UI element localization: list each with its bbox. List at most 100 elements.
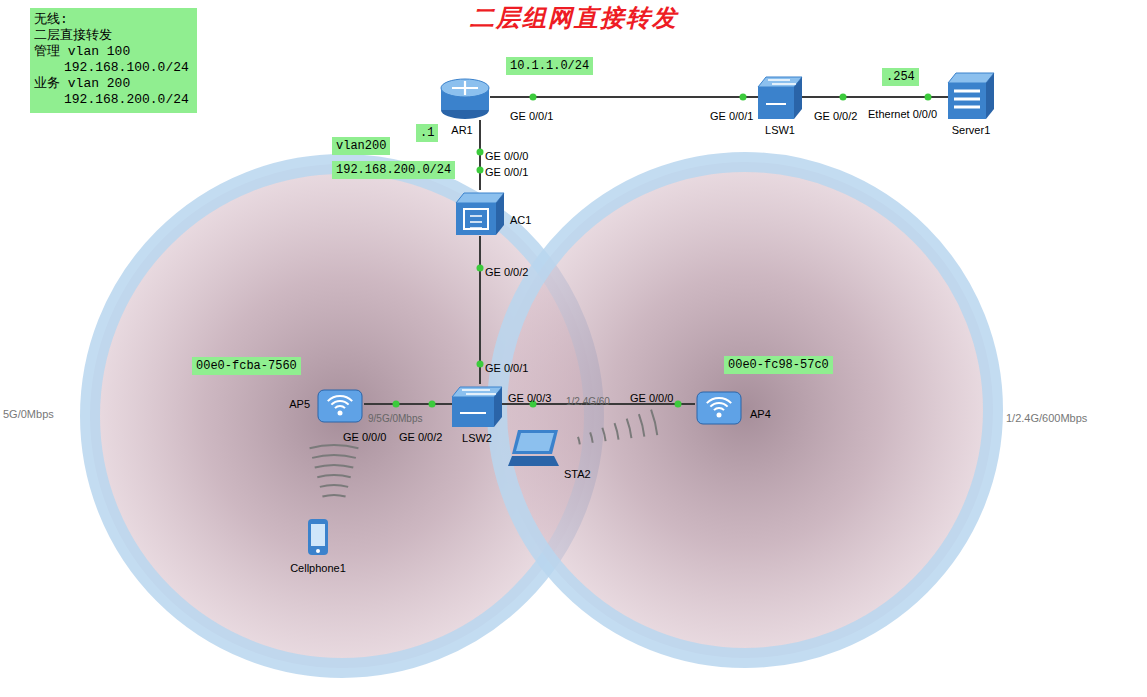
label-wrap: 5G/0Mbps — [3, 404, 54, 422]
address-tag: .254 — [882, 68, 919, 86]
signal-arc — [312, 455, 356, 458]
coverage-circle — [497, 162, 993, 658]
device-name: AP5 — [289, 398, 310, 411]
label-wrap: GE 0/0/0 — [485, 146, 528, 164]
device-name: LSW2 — [462, 432, 492, 445]
signal-arc — [322, 495, 345, 497]
ap-node: AP5 — [316, 384, 364, 424]
port-label: GE 0/0/2 — [399, 431, 442, 443]
signal-arc — [615, 423, 619, 440]
label-wrap: Ethernet 0/0/0 — [868, 104, 937, 122]
port-label: GE 0/0/1 — [485, 362, 528, 374]
signal-arc — [320, 485, 348, 487]
device-name: Cellphone1 — [290, 562, 346, 575]
label-wrap: GE 0/0/1 — [485, 162, 528, 180]
tag-text: .1 — [420, 126, 434, 140]
network-link — [364, 403, 452, 405]
port-label: GE 0/0/2 — [814, 110, 857, 122]
switch-node: LSW2 — [452, 384, 502, 428]
label-wrap: GE 0/0/2 — [485, 262, 528, 280]
tag-text: 00e0-fcba-7560 — [196, 359, 297, 373]
tag-text: .254 — [886, 70, 915, 84]
router-icon — [440, 76, 490, 120]
server-icon — [948, 70, 994, 120]
ac-icon — [456, 190, 504, 236]
tag-text: 192.168.100.0/24 — [34, 60, 189, 76]
port-label: GE 0/0/2 — [485, 266, 528, 278]
port-dot — [393, 401, 400, 408]
laptop-symbol — [508, 430, 559, 466]
port-label: 5G/0Mbps — [3, 408, 54, 420]
ac-node: AC1 — [456, 190, 504, 236]
switch-icon — [452, 384, 502, 428]
switch-node: LSW1 — [758, 74, 802, 120]
tag-text: 10.1.1.0/24 — [510, 59, 589, 73]
switch-icon — [758, 74, 802, 120]
port-dot — [740, 94, 747, 101]
label-wrap: 1/2.4G/60 — [566, 391, 610, 409]
port-label: 1/2.4G/600Mbps — [1006, 412, 1087, 424]
laptop-icon — [508, 428, 560, 468]
mac-tag: 00e0-fcba-7560 — [192, 357, 301, 375]
ap-symbol — [318, 390, 362, 422]
port-label: GE 0/0/0 — [630, 392, 673, 404]
label-wrap: GE 0/0/3 — [508, 388, 551, 406]
phone-symbol — [308, 519, 328, 555]
tag-text: 192.168.200.0/24 — [34, 92, 189, 108]
label-wrap: GE 0/0/0 — [343, 427, 386, 445]
device-name: Server1 — [952, 124, 991, 137]
label-wrap: 1/2.4G/600Mbps — [1006, 408, 1087, 426]
port-dot — [675, 401, 682, 408]
port-dot — [429, 401, 436, 408]
port-label: Ethernet 0/0/0 — [868, 108, 937, 120]
tag-text: 192.168.200.0/24 — [336, 163, 451, 177]
ac-symbol — [456, 193, 504, 235]
port-label: GE 0/0/1 — [710, 110, 753, 122]
tag-text: 无线: — [34, 12, 68, 28]
station-node: STA2 — [508, 428, 560, 468]
label-wrap: GE 0/0/1 — [510, 106, 553, 124]
signal-arc — [315, 465, 354, 468]
port-label: GE 0/0/1 — [485, 166, 528, 178]
server-node: Server1 — [948, 70, 994, 120]
device-name: AR1 — [451, 124, 472, 137]
label-wrap: GE 0/0/2 — [814, 106, 857, 124]
switch-symbol — [758, 77, 802, 119]
signal-arc — [590, 432, 593, 442]
phone-icon — [307, 518, 329, 556]
ap-node: AP4 — [695, 386, 743, 426]
vlan-tag: vlan200 — [332, 137, 390, 155]
ap-icon — [695, 386, 743, 426]
router-node: AR1 — [440, 76, 490, 120]
ap-symbol — [697, 392, 741, 424]
port-label: GE 0/0/1 — [510, 110, 553, 122]
tag-text: vlan200 — [336, 139, 386, 153]
port-dot — [840, 94, 847, 101]
signal-arc — [602, 428, 605, 441]
device-name: AP4 — [750, 408, 771, 421]
phone-node: Cellphone1 — [307, 518, 329, 556]
address-tag: .1 — [416, 124, 438, 142]
tag-text: 管理 vlan 100 — [34, 44, 130, 60]
port-label: GE 0/0/3 — [508, 392, 551, 404]
tag-text: 00e0-fc98-57c0 — [728, 358, 829, 372]
label-wrap: GE 0/0/0 — [630, 388, 673, 406]
switch-symbol — [452, 387, 502, 427]
port-label: 1/2.4G/60 — [566, 396, 610, 407]
tag-text: 二层直接转发 — [34, 28, 112, 44]
port-label: 9/5G/0Mbps — [368, 413, 422, 424]
signal-arc — [317, 475, 350, 477]
router-symbol — [441, 79, 489, 119]
signal-arc — [639, 414, 644, 437]
port-dots — [393, 94, 932, 408]
device-name: LSW1 — [765, 124, 795, 137]
label-wrap: GE 0/0/1 — [485, 358, 528, 376]
signal-arc — [651, 410, 657, 436]
port-label: GE 0/0/0 — [485, 150, 528, 162]
ap-icon — [316, 384, 364, 424]
mac-tag: 00e0-fc98-57c0 — [724, 356, 833, 374]
port-dot — [530, 94, 537, 101]
port-dot — [477, 361, 484, 368]
server-symbol — [948, 73, 994, 119]
